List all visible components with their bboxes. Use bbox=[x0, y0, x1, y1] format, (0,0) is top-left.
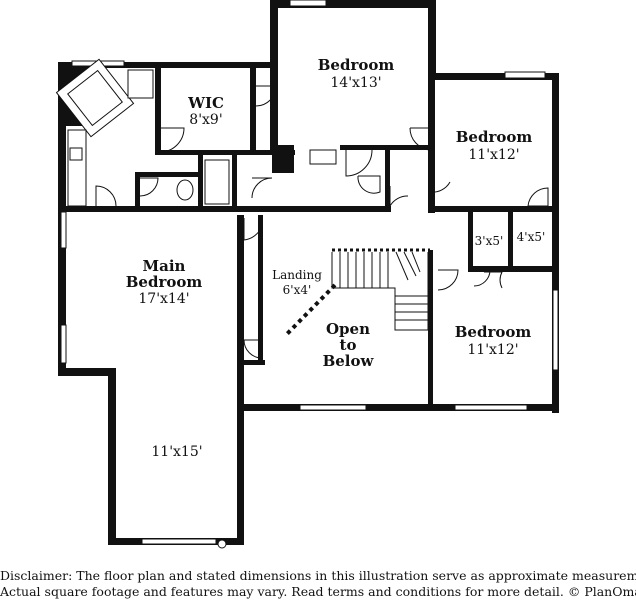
door-swing bbox=[255, 85, 277, 107]
wall bbox=[135, 172, 202, 177]
bathtub-small bbox=[204, 159, 230, 205]
door-swing bbox=[251, 177, 273, 199]
open-to-below-line3: Below bbox=[323, 352, 375, 370]
room-dims-bedroom-right-upper: 11'x12' bbox=[468, 147, 519, 163]
room-name-landing: Landing bbox=[272, 268, 322, 282]
wall bbox=[428, 206, 558, 212]
sink bbox=[69, 147, 83, 161]
wall bbox=[270, 0, 436, 8]
window bbox=[504, 71, 546, 79]
disclaimer-line-1: Disclaimer: The floor plan and stated di… bbox=[0, 568, 636, 583]
shower bbox=[127, 69, 154, 99]
window bbox=[552, 289, 559, 371]
doors bbox=[95, 85, 549, 359]
door-swing bbox=[159, 127, 185, 153]
stairs bbox=[284, 248, 430, 337]
door-swing bbox=[437, 269, 459, 291]
room-dims-closet-a: 3'x5' bbox=[475, 234, 504, 248]
window bbox=[299, 404, 367, 411]
wall bbox=[58, 62, 270, 68]
door-swing bbox=[95, 185, 117, 207]
wall bbox=[155, 62, 161, 152]
wall bbox=[428, 73, 558, 80]
door-swing bbox=[243, 218, 263, 241]
wall bbox=[340, 145, 430, 150]
door-swing bbox=[345, 149, 373, 177]
fixtures bbox=[55, 58, 337, 207]
room-dims-wic: 8'x9' bbox=[189, 112, 222, 128]
window bbox=[60, 324, 67, 364]
disclaimer-line-2: Actual square footage and features may v… bbox=[0, 584, 636, 599]
door-swing bbox=[473, 269, 491, 287]
room-dims-main-extension: 11'x15' bbox=[151, 444, 202, 460]
door-swing bbox=[527, 187, 549, 207]
wall bbox=[250, 62, 256, 150]
wall bbox=[232, 150, 237, 208]
bathtub-inner bbox=[67, 69, 123, 127]
wall bbox=[385, 150, 390, 208]
room-dims-main-bedroom: 17'x14' bbox=[138, 291, 189, 307]
wall bbox=[108, 368, 116, 545]
wall bbox=[272, 145, 294, 173]
room-labels: Bedroom 14'x13' WIC 8'x9' Bedroom 11'x12… bbox=[126, 56, 546, 460]
room-name-bedroom-top: Bedroom bbox=[318, 56, 395, 74]
door-swing bbox=[139, 177, 159, 197]
room-dims-bedroom-right-lower: 11'x12' bbox=[467, 342, 518, 358]
windows bbox=[60, 0, 559, 545]
vanity bbox=[67, 129, 87, 207]
room-name-main-bedroom-line1: Main bbox=[143, 257, 186, 275]
room-name-main-bedroom-line2: Bedroom bbox=[126, 273, 203, 291]
compass-marker-icon bbox=[217, 539, 227, 549]
wall bbox=[258, 215, 263, 365]
wall bbox=[58, 62, 66, 212]
wall bbox=[198, 150, 203, 208]
wall bbox=[237, 360, 265, 365]
window bbox=[454, 404, 528, 411]
door-swing bbox=[389, 186, 409, 208]
hall-sink bbox=[309, 149, 337, 165]
window bbox=[60, 211, 67, 249]
door-swing bbox=[243, 339, 263, 359]
window bbox=[289, 0, 327, 7]
wall bbox=[428, 73, 435, 213]
wall bbox=[270, 0, 278, 150]
room-name-bedroom-right-upper: Bedroom bbox=[456, 128, 533, 146]
door-swing bbox=[484, 271, 503, 289]
wall bbox=[237, 404, 559, 411]
open-to-below-line2: to bbox=[340, 336, 357, 354]
bathtub bbox=[55, 58, 135, 138]
wall bbox=[552, 73, 559, 413]
door-swing bbox=[357, 175, 381, 194]
window bbox=[141, 538, 217, 545]
walls bbox=[58, 0, 559, 545]
door-swing bbox=[409, 127, 431, 151]
room-dims-closet-b: 4'x5' bbox=[517, 230, 546, 244]
room-dims-landing: 6'x4' bbox=[283, 283, 312, 297]
room-name-bedroom-right-lower: Bedroom bbox=[455, 323, 532, 341]
door-swing bbox=[429, 172, 451, 193]
room-name-wic: WIC bbox=[187, 94, 224, 112]
wall bbox=[428, 0, 436, 80]
wall bbox=[66, 206, 391, 212]
room-dims-bedroom-top: 14'x13' bbox=[330, 75, 381, 91]
wall bbox=[155, 150, 295, 155]
wall bbox=[428, 250, 433, 410]
wall bbox=[508, 206, 513, 272]
wall bbox=[508, 266, 558, 272]
wall bbox=[58, 368, 116, 376]
wall bbox=[58, 206, 66, 376]
wall bbox=[468, 206, 473, 272]
toilet bbox=[176, 179, 194, 201]
wall bbox=[135, 172, 140, 210]
open-to-below-line1: Open bbox=[326, 320, 370, 338]
wall bbox=[237, 215, 244, 545]
